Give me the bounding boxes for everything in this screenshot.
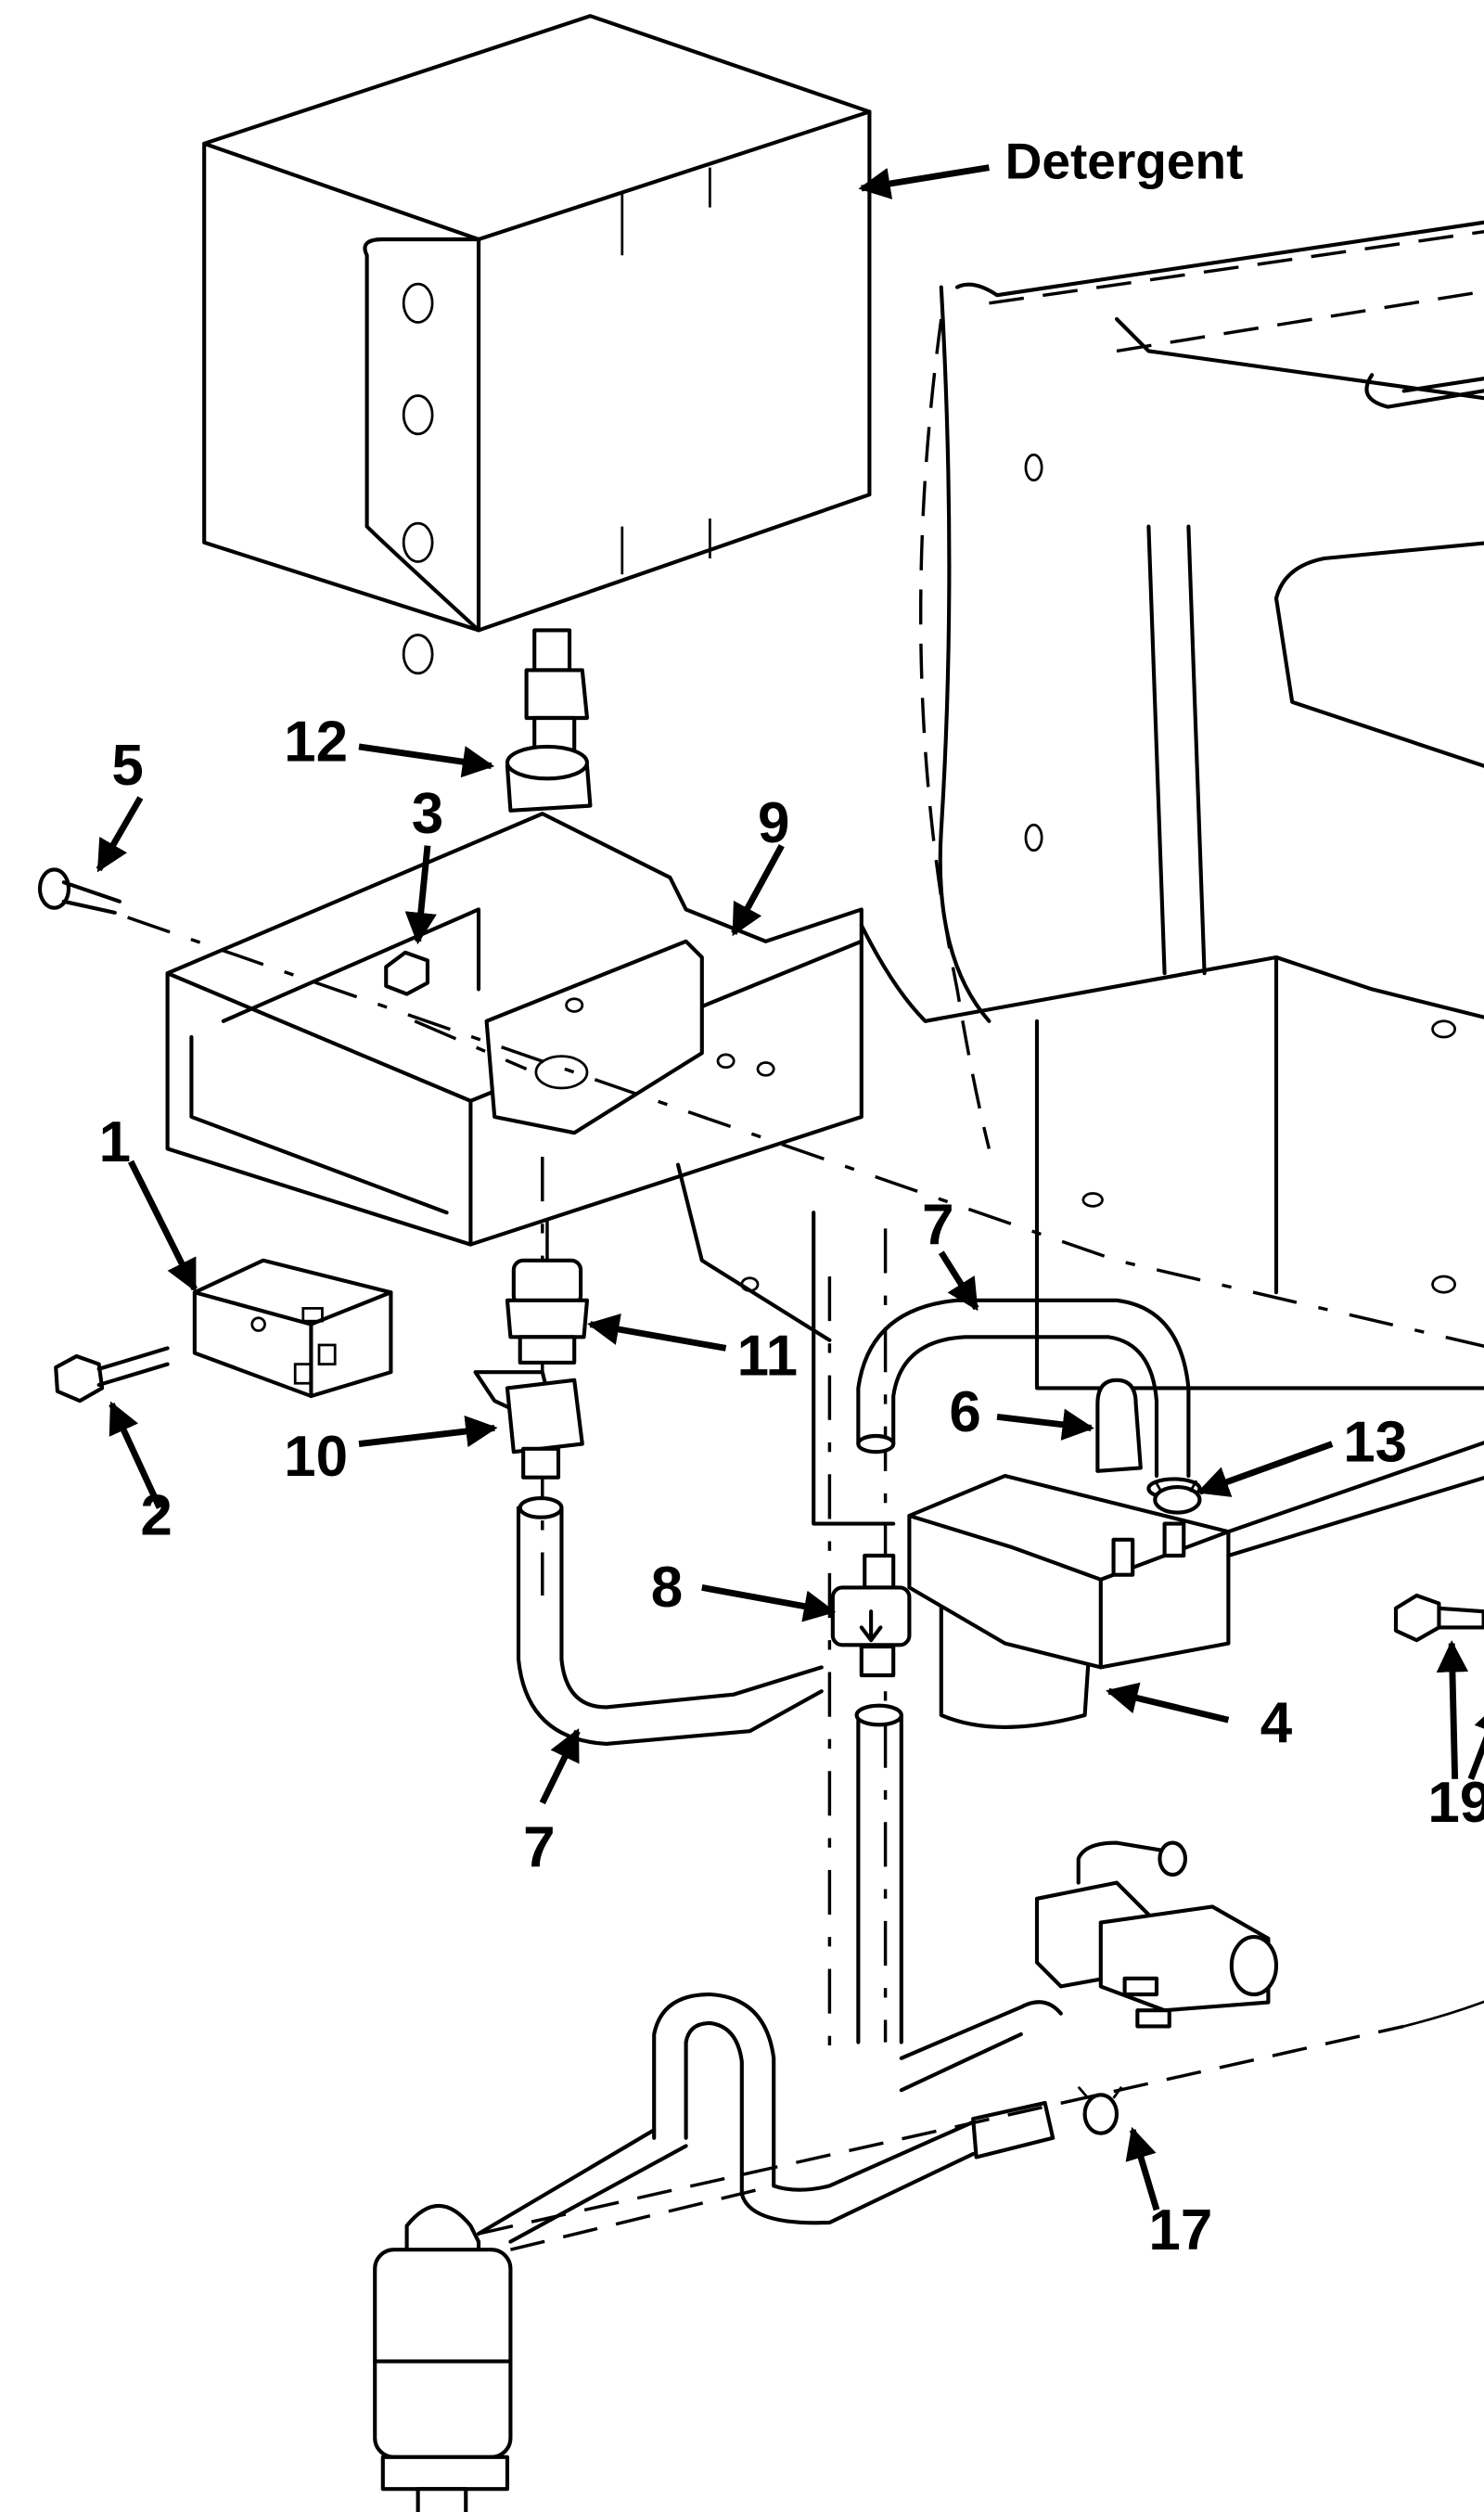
part-12-cap xyxy=(505,744,593,813)
part-9-bracket xyxy=(165,812,1484,1526)
part-6-cap xyxy=(1095,1378,1143,1473)
part-3-nut xyxy=(384,950,430,996)
part-8-check-valve xyxy=(830,1553,912,2044)
callout-10: 10 xyxy=(284,1425,348,1489)
callout-7-upper: 7 xyxy=(922,1194,953,1258)
part-10-fitting xyxy=(473,1370,584,1480)
callout-9: 9 xyxy=(758,791,789,855)
callout-2: 2 xyxy=(140,1484,172,1548)
callout-arrows xyxy=(96,164,1484,2211)
part-1-switch xyxy=(192,1258,393,1399)
callout-detergent: Detergent xyxy=(1005,133,1244,190)
callout-13-left: 13 xyxy=(1343,1411,1407,1475)
callout-labels: Detergent 1 2 3 4 5 6 7 7 8 9 10 11 12 1… xyxy=(99,133,1484,2263)
callout-12: 12 xyxy=(284,710,348,774)
inline-filter xyxy=(373,2203,513,2512)
machine-frame xyxy=(918,220,1484,1149)
part-13-clamp-a xyxy=(1153,1480,1202,1515)
part-7-tube-upper xyxy=(856,1298,1191,1479)
callout-1: 1 xyxy=(99,1110,131,1174)
callout-19: 19 xyxy=(1427,1771,1484,1835)
bottom-tubing xyxy=(476,1992,1404,2251)
part-11-fitting xyxy=(505,1258,590,1365)
callout-8: 8 xyxy=(651,1556,683,1620)
part-2-screw xyxy=(54,1346,170,1403)
part-19-bolt-upper xyxy=(1393,1593,1484,1643)
callout-3: 3 xyxy=(412,782,443,846)
callout-17: 17 xyxy=(1148,2198,1212,2262)
callout-11: 11 xyxy=(737,1325,798,1389)
part-17-clamp xyxy=(1077,2085,1123,2135)
part-4-pump xyxy=(907,1473,1231,1729)
detergent-container xyxy=(202,14,872,752)
part-7-tube-left xyxy=(516,1496,824,1747)
part-5-screw xyxy=(37,867,122,915)
callout-6: 6 xyxy=(949,1380,980,1444)
inlet-valve xyxy=(1034,1840,1279,2029)
callout-4: 4 xyxy=(1260,1691,1293,1755)
callout-5: 5 xyxy=(111,734,143,798)
callout-7-lower: 7 xyxy=(523,1815,555,1879)
